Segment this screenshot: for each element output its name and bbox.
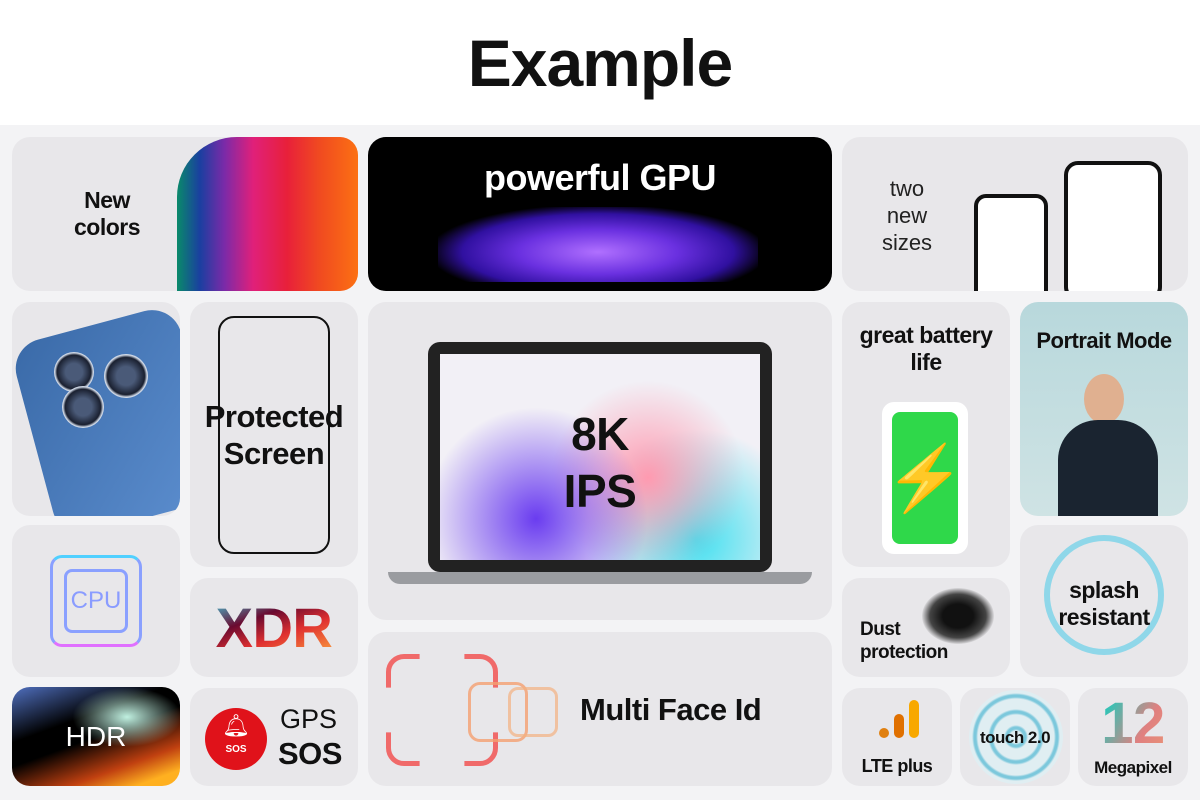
battery-label: great battery life	[859, 322, 993, 375]
page-title: Example	[467, 25, 733, 100]
tile-lte: LTE plus	[842, 688, 952, 786]
colors-image	[177, 137, 358, 291]
tile-gpu: powerful GPU	[368, 137, 832, 291]
tile-hdr: HDR	[12, 687, 180, 786]
face-id-icon	[468, 682, 528, 742]
xdr-label: XDR	[215, 596, 333, 659]
signal-bar	[894, 714, 904, 738]
touch-label: touch 2.0	[979, 728, 1051, 747]
tile-megapixel: 12 Megapixel	[1078, 688, 1188, 786]
header: Example	[0, 0, 1200, 125]
new-colors-label: New colors	[73, 187, 141, 240]
display-line2: IPS	[563, 465, 637, 517]
cpu-inner: CPU	[64, 569, 128, 633]
tile-camera	[12, 302, 180, 516]
lens-icon	[104, 354, 148, 398]
tile-protected-screen: Protected Screen	[190, 302, 358, 567]
face-id-icon	[508, 687, 558, 737]
tile-cpu: CPU	[12, 525, 180, 677]
laptop-screen	[428, 342, 772, 572]
face-id-label: Multi Face Id	[580, 692, 762, 727]
tile-sizes: two new sizes	[842, 137, 1188, 291]
megapixel-number: 12	[1078, 690, 1188, 757]
large-phone-icon	[1064, 161, 1162, 291]
tile-splash: splash resistant	[1020, 525, 1188, 677]
battery-icon: ⚡	[882, 402, 968, 554]
sos-label: SOS	[278, 736, 342, 771]
display-line1: 8K	[571, 408, 629, 460]
tile-face-id: Multi Face Id	[368, 632, 832, 786]
tile-gps-sos: 🔔︎ SOS GPS SOS	[190, 688, 358, 786]
lte-label: LTE plus	[861, 756, 933, 776]
tile-dust: Dust protection	[842, 578, 1010, 677]
gpu-image	[438, 207, 758, 282]
signal-bar	[909, 700, 919, 738]
lens-icon	[62, 386, 104, 428]
dust-cloud-image	[922, 588, 994, 644]
splash-label: splash resistant	[1058, 577, 1150, 630]
gpu-label: powerful GPU	[483, 157, 717, 198]
phone-outline-icon	[218, 316, 330, 554]
signal-bars-icon	[879, 728, 889, 738]
hdr-label: HDR	[65, 720, 127, 752]
touch-rings-icon	[969, 690, 1063, 784]
portrait-head	[1084, 374, 1124, 424]
dust-label: Dust protection	[860, 619, 948, 663]
portrait-label: Portrait Mode	[1036, 328, 1172, 353]
cpu-chip-icon	[50, 555, 142, 647]
sos-badge-text: SOS	[225, 744, 247, 755]
gps-label: GPS	[280, 704, 338, 734]
tile-display: 8K IPS	[368, 302, 832, 620]
protected-screen-label: Protected Screen	[204, 399, 344, 471]
tile-touch: touch 2.0	[960, 688, 1070, 786]
hdr-glow	[72, 687, 180, 747]
portrait-body	[1058, 420, 1158, 516]
megapixel-label: Megapixel	[1094, 758, 1172, 777]
tile-new-colors: New colors	[12, 137, 358, 291]
small-phone-icon	[974, 194, 1048, 291]
sos-bell-icon: 🔔︎ SOS	[205, 708, 267, 770]
laptop-base	[388, 572, 812, 584]
tile-xdr: XDR	[190, 578, 358, 677]
cpu-label: CPU	[70, 587, 122, 614]
tile-battery: great battery life ⚡	[842, 302, 1010, 567]
water-ring-image	[1044, 535, 1164, 655]
lightning-icon: ⚡	[885, 412, 965, 544]
lens-icon	[54, 352, 94, 392]
sizes-label: two new sizes	[881, 176, 933, 255]
tile-portrait: Portrait Mode	[1020, 302, 1188, 516]
